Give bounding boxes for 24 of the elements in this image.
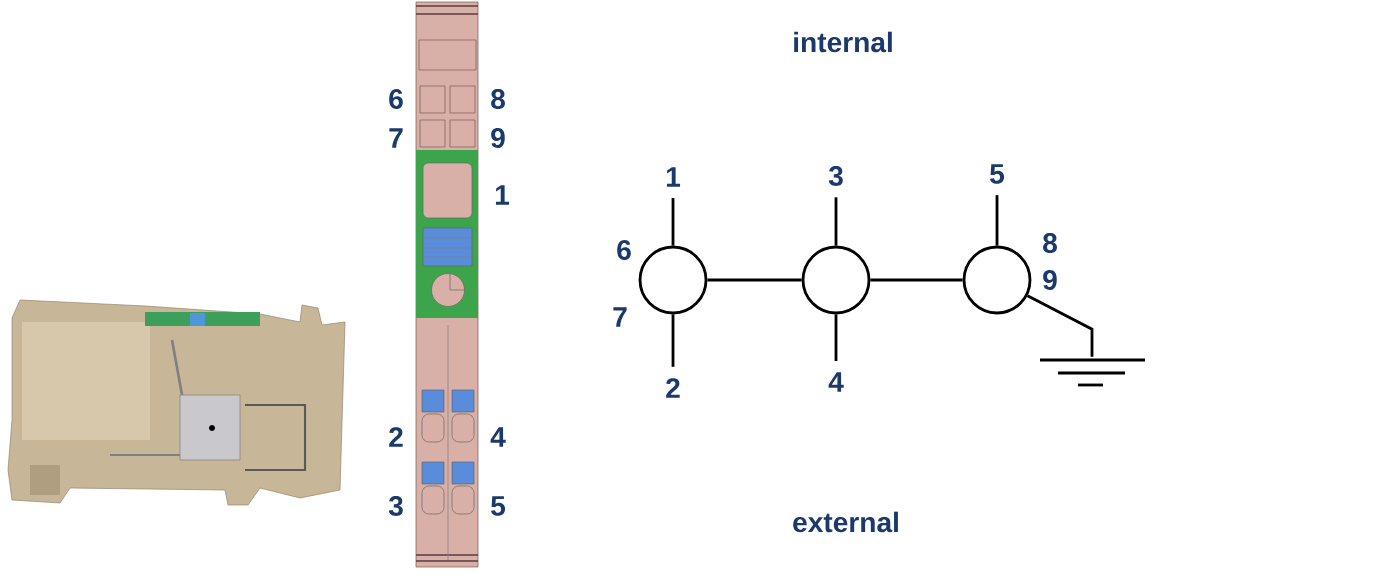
terminal-number: 1 [666, 167, 681, 187]
terminal-number: 8 [1043, 233, 1057, 253]
terminal-number: 3 [388, 496, 403, 516]
ground-symbol [1040, 358, 1145, 387]
terminal-number: 6 [389, 89, 403, 109]
terminal-number: 4 [828, 372, 844, 392]
terminal-circle [962, 245, 1032, 315]
terminal-number: 4 [490, 427, 506, 447]
heading-label: internal [794, 31, 892, 53]
terminal-number: 9 [1043, 270, 1057, 290]
terminal-number: 9 [491, 128, 505, 148]
terminal-number: 5 [990, 164, 1005, 184]
terminal-number: 5 [491, 496, 506, 516]
terminal-number: 3 [828, 166, 843, 186]
terminal-number: 2 [666, 378, 680, 398]
terminal-number: 6 [617, 240, 631, 260]
terminal-number: 8 [491, 89, 505, 109]
terminal-circle [801, 245, 871, 315]
terminal-number: 1 [495, 185, 510, 205]
terminal-number: 7 [389, 128, 403, 148]
terminal-number: 7 [613, 307, 627, 327]
terminal-circle [638, 245, 708, 315]
heading-label: external [793, 511, 898, 533]
terminal-number: 2 [389, 427, 403, 447]
